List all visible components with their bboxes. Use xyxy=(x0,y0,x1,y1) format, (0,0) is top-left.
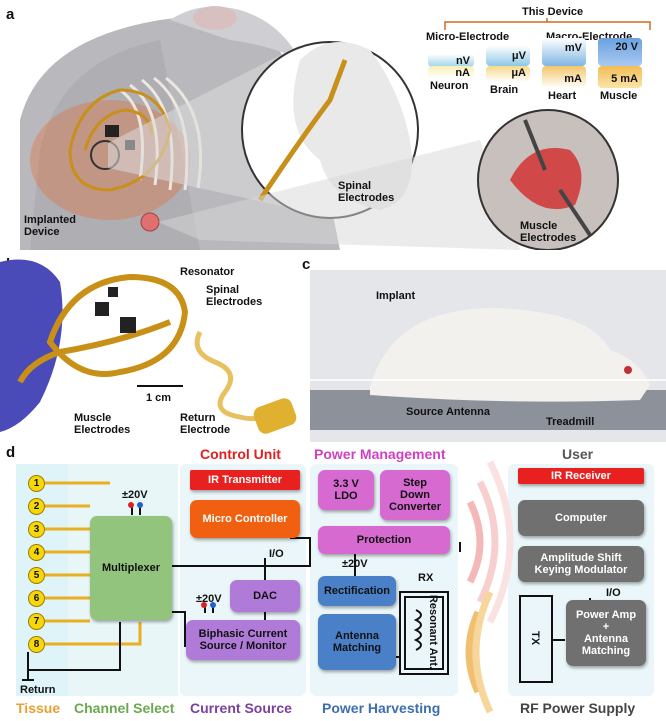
ir-receiver-block: IR Receiver xyxy=(518,468,644,484)
scale-bar-label: 1 cm xyxy=(146,392,172,404)
brain-label: Brain xyxy=(490,84,519,96)
channel-2: 2 xyxy=(28,498,45,515)
computer-block: Computer xyxy=(518,500,644,536)
circuit-wires xyxy=(22,460,591,714)
panel-c-tag: c xyxy=(302,256,311,273)
spinal-electrodes-label-a: Spinal Electrodes xyxy=(338,180,395,204)
panel-d-tag: d xyxy=(6,444,16,461)
brain-voltage: μV xyxy=(486,46,530,66)
spinal-electrodes-label-b: Spinal Electrodes xyxy=(206,284,263,308)
power-harvesting-footer: Power Harvesting xyxy=(322,700,441,716)
ir-transmitter-block: IR Transmitter xyxy=(190,470,300,490)
channel-5: 5 xyxy=(28,567,45,584)
implanted-device-label: Implanted Device xyxy=(24,214,76,238)
dac-supply-label: ±20V xyxy=(196,593,222,605)
treadmill-label: Treadmill xyxy=(546,416,595,428)
channel-3: 3 xyxy=(28,521,45,538)
device-photo xyxy=(0,259,297,434)
channel-select-footer: Channel Select xyxy=(74,700,175,716)
panel-a: a This Device Mic xyxy=(0,0,666,250)
rectification-block: Rectification xyxy=(318,576,396,606)
muscle-voltage: 20 V xyxy=(598,38,642,66)
brain-current: μA xyxy=(486,66,530,82)
user-title: User xyxy=(562,446,594,462)
panel-b: b Resonator Spinal Electrodes 1 cm Muscl… xyxy=(0,252,300,442)
power-amp-block: Power Amp + Antenna Matching xyxy=(566,600,646,666)
control-unit-title: Control Unit xyxy=(200,446,281,462)
muscle-electrodes-label-a: Muscle Electrodes xyxy=(520,220,577,244)
resonant-ant-label: Resonant Ant. xyxy=(427,594,440,670)
bus-supply-label: ±20V xyxy=(342,558,368,570)
neuron-current: nA xyxy=(428,66,474,79)
dac-block: DAC xyxy=(230,580,300,612)
channel-8: 8 xyxy=(28,636,45,653)
ldo-block: 3.3 V LDO xyxy=(318,470,374,510)
channel-1: 1 xyxy=(28,475,45,492)
heart-current: mA xyxy=(542,66,586,88)
power-management-title: Power Management xyxy=(314,446,446,462)
antenna-matching-block: Antenna Matching xyxy=(318,614,396,670)
channel-6: 6 xyxy=(28,590,45,607)
implant-label: Implant xyxy=(376,290,416,302)
this-device-bracket xyxy=(444,18,651,30)
panel-d: d Control Unit Power Management User xyxy=(0,442,666,721)
io-label-user: I/O xyxy=(606,587,621,599)
heart-label: Heart xyxy=(548,90,577,102)
multiplexer-block: Multiplexer xyxy=(90,516,172,620)
channel-4: 4 xyxy=(28,544,45,561)
return-label: Return xyxy=(20,684,56,696)
this-device-label: This Device xyxy=(522,6,584,18)
rx-label: RX xyxy=(418,572,434,584)
tissue-footer: Tissue xyxy=(16,700,61,716)
neuron-label: Neuron xyxy=(430,80,469,92)
rf-power-supply-footer: RF Power Supply xyxy=(520,700,636,716)
io-label-mcu: I/O xyxy=(269,548,284,560)
source-antenna-label: Source Antenna xyxy=(406,406,490,418)
panel-c: c Implant Source Antenna Treadmill xyxy=(300,252,666,442)
rat-illustration xyxy=(20,6,619,250)
protection-block: Protection xyxy=(318,526,450,554)
heart-voltage: mV xyxy=(542,38,586,66)
muscle-electrodes-label-b: Muscle Electrodes xyxy=(74,412,131,436)
neuron-voltage: nV xyxy=(428,54,474,67)
channel-7: 7 xyxy=(28,613,45,630)
muscle-label: Muscle xyxy=(600,90,638,102)
biphasic-current-block: Biphasic Current Source / Monitor xyxy=(186,620,300,660)
resonator-label: Resonator xyxy=(180,266,235,278)
muscle-current: 5 mA xyxy=(598,66,642,88)
return-electrode-label: Return Electrode xyxy=(180,412,231,436)
step-down-block: Step Down Converter xyxy=(380,470,450,520)
current-source-footer: Current Source xyxy=(190,700,292,716)
panel-a-tag: a xyxy=(6,6,15,23)
ask-modulator-block: Amplitude Shift Keying Modulator xyxy=(518,546,644,582)
micro-electrode-label: Micro-Electrode xyxy=(426,31,510,43)
tx-label: TX xyxy=(529,630,542,646)
treadmill-photo xyxy=(310,270,666,442)
micro-controller-block: Micro Controller xyxy=(190,500,300,538)
mux-supply-label: ±20V xyxy=(122,489,148,501)
